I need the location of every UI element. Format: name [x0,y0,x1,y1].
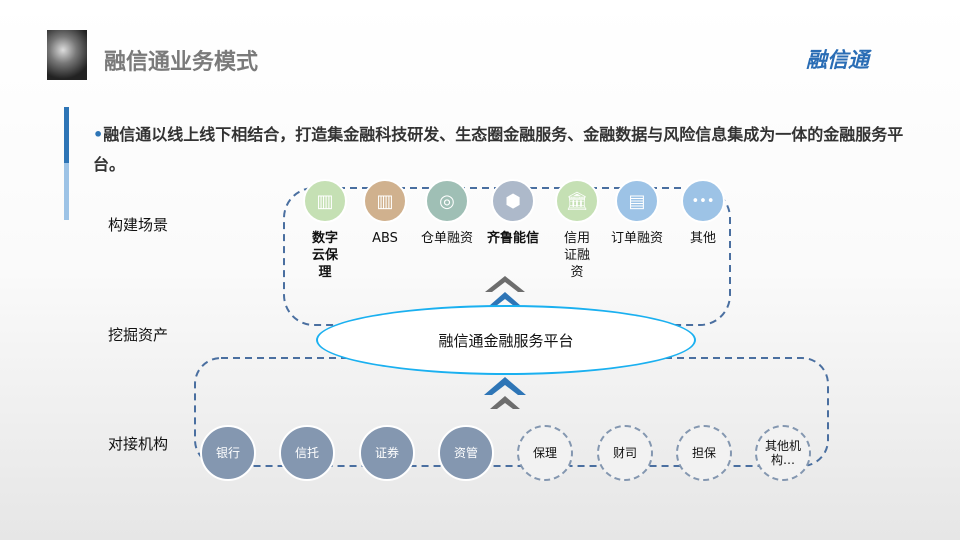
institution-label: 保理 [532,446,557,460]
chevron-up-icon [484,377,526,395]
platform-label: 融信通金融服务平台 [438,331,574,350]
institution-label: 担保 [691,446,716,460]
building-coins-icon: ▥ [303,179,347,223]
row-label-institutions: 对接机构 [108,435,169,453]
scene-label: ABS [372,231,398,246]
row-label-assets: 挖掘资产 [108,326,169,344]
logo-image [47,30,87,80]
institution-label: 财司 [612,446,637,460]
chevron-up-icon [489,292,521,306]
bank-icon: 🏛 [555,179,599,223]
document-icon: ▤ [615,179,659,223]
institution-node: 资管 [438,425,494,481]
scene-label: 齐鲁能信 [486,231,539,246]
institution-node: 银行 [200,425,256,481]
scene-label: 仓单融资 [420,231,473,246]
institution-node: 担保 [676,425,732,481]
row-label-scenes: 构建场景 [108,216,169,234]
institution-label: 证券 [374,446,399,460]
accent-bar [64,107,69,163]
institution-label: 信托 [294,446,319,460]
scene-label: 数字云保理 [311,231,338,280]
accent-bar-light [64,163,69,220]
institution-label: 其他机构… [764,439,801,467]
intro-text: •融信通以线上线下相结合，打造集金融科技研发、生态圈金融服务、金融数据与风险信息… [93,120,933,180]
institution-label: 银行 [215,446,240,460]
roll-icon: ◎ [425,179,469,223]
building-coins-icon: ▥ [363,179,407,223]
institution-label: 资管 [453,446,478,460]
institution-node: 保理 [517,425,573,481]
scene-label: 其他 [689,231,716,246]
institution-node: 证券 [359,425,415,481]
hexagons-icon: ⬢ [491,179,535,223]
chevron-up-icon [490,396,520,409]
more-icon: ••• [681,179,725,223]
scene-label: 信用证融资 [563,231,590,280]
institution-node: 财司 [597,425,653,481]
platform-ellipse: 融信通金融服务平台 [316,305,696,375]
scene-label: 订单融资 [610,231,663,246]
institution-node: 其他机构… [755,425,811,481]
page-title: 融信通业务模式 [104,50,259,75]
chevron-up-icon [485,276,525,292]
bullet: • [93,125,104,144]
intro-body: 融信通以线上线下相结合，打造集金融科技研发、生态圈金融服务、金融数据与风险信息集… [93,125,904,174]
institution-node: 信托 [279,425,335,481]
brand-logo-text: 融信通 [806,47,869,72]
